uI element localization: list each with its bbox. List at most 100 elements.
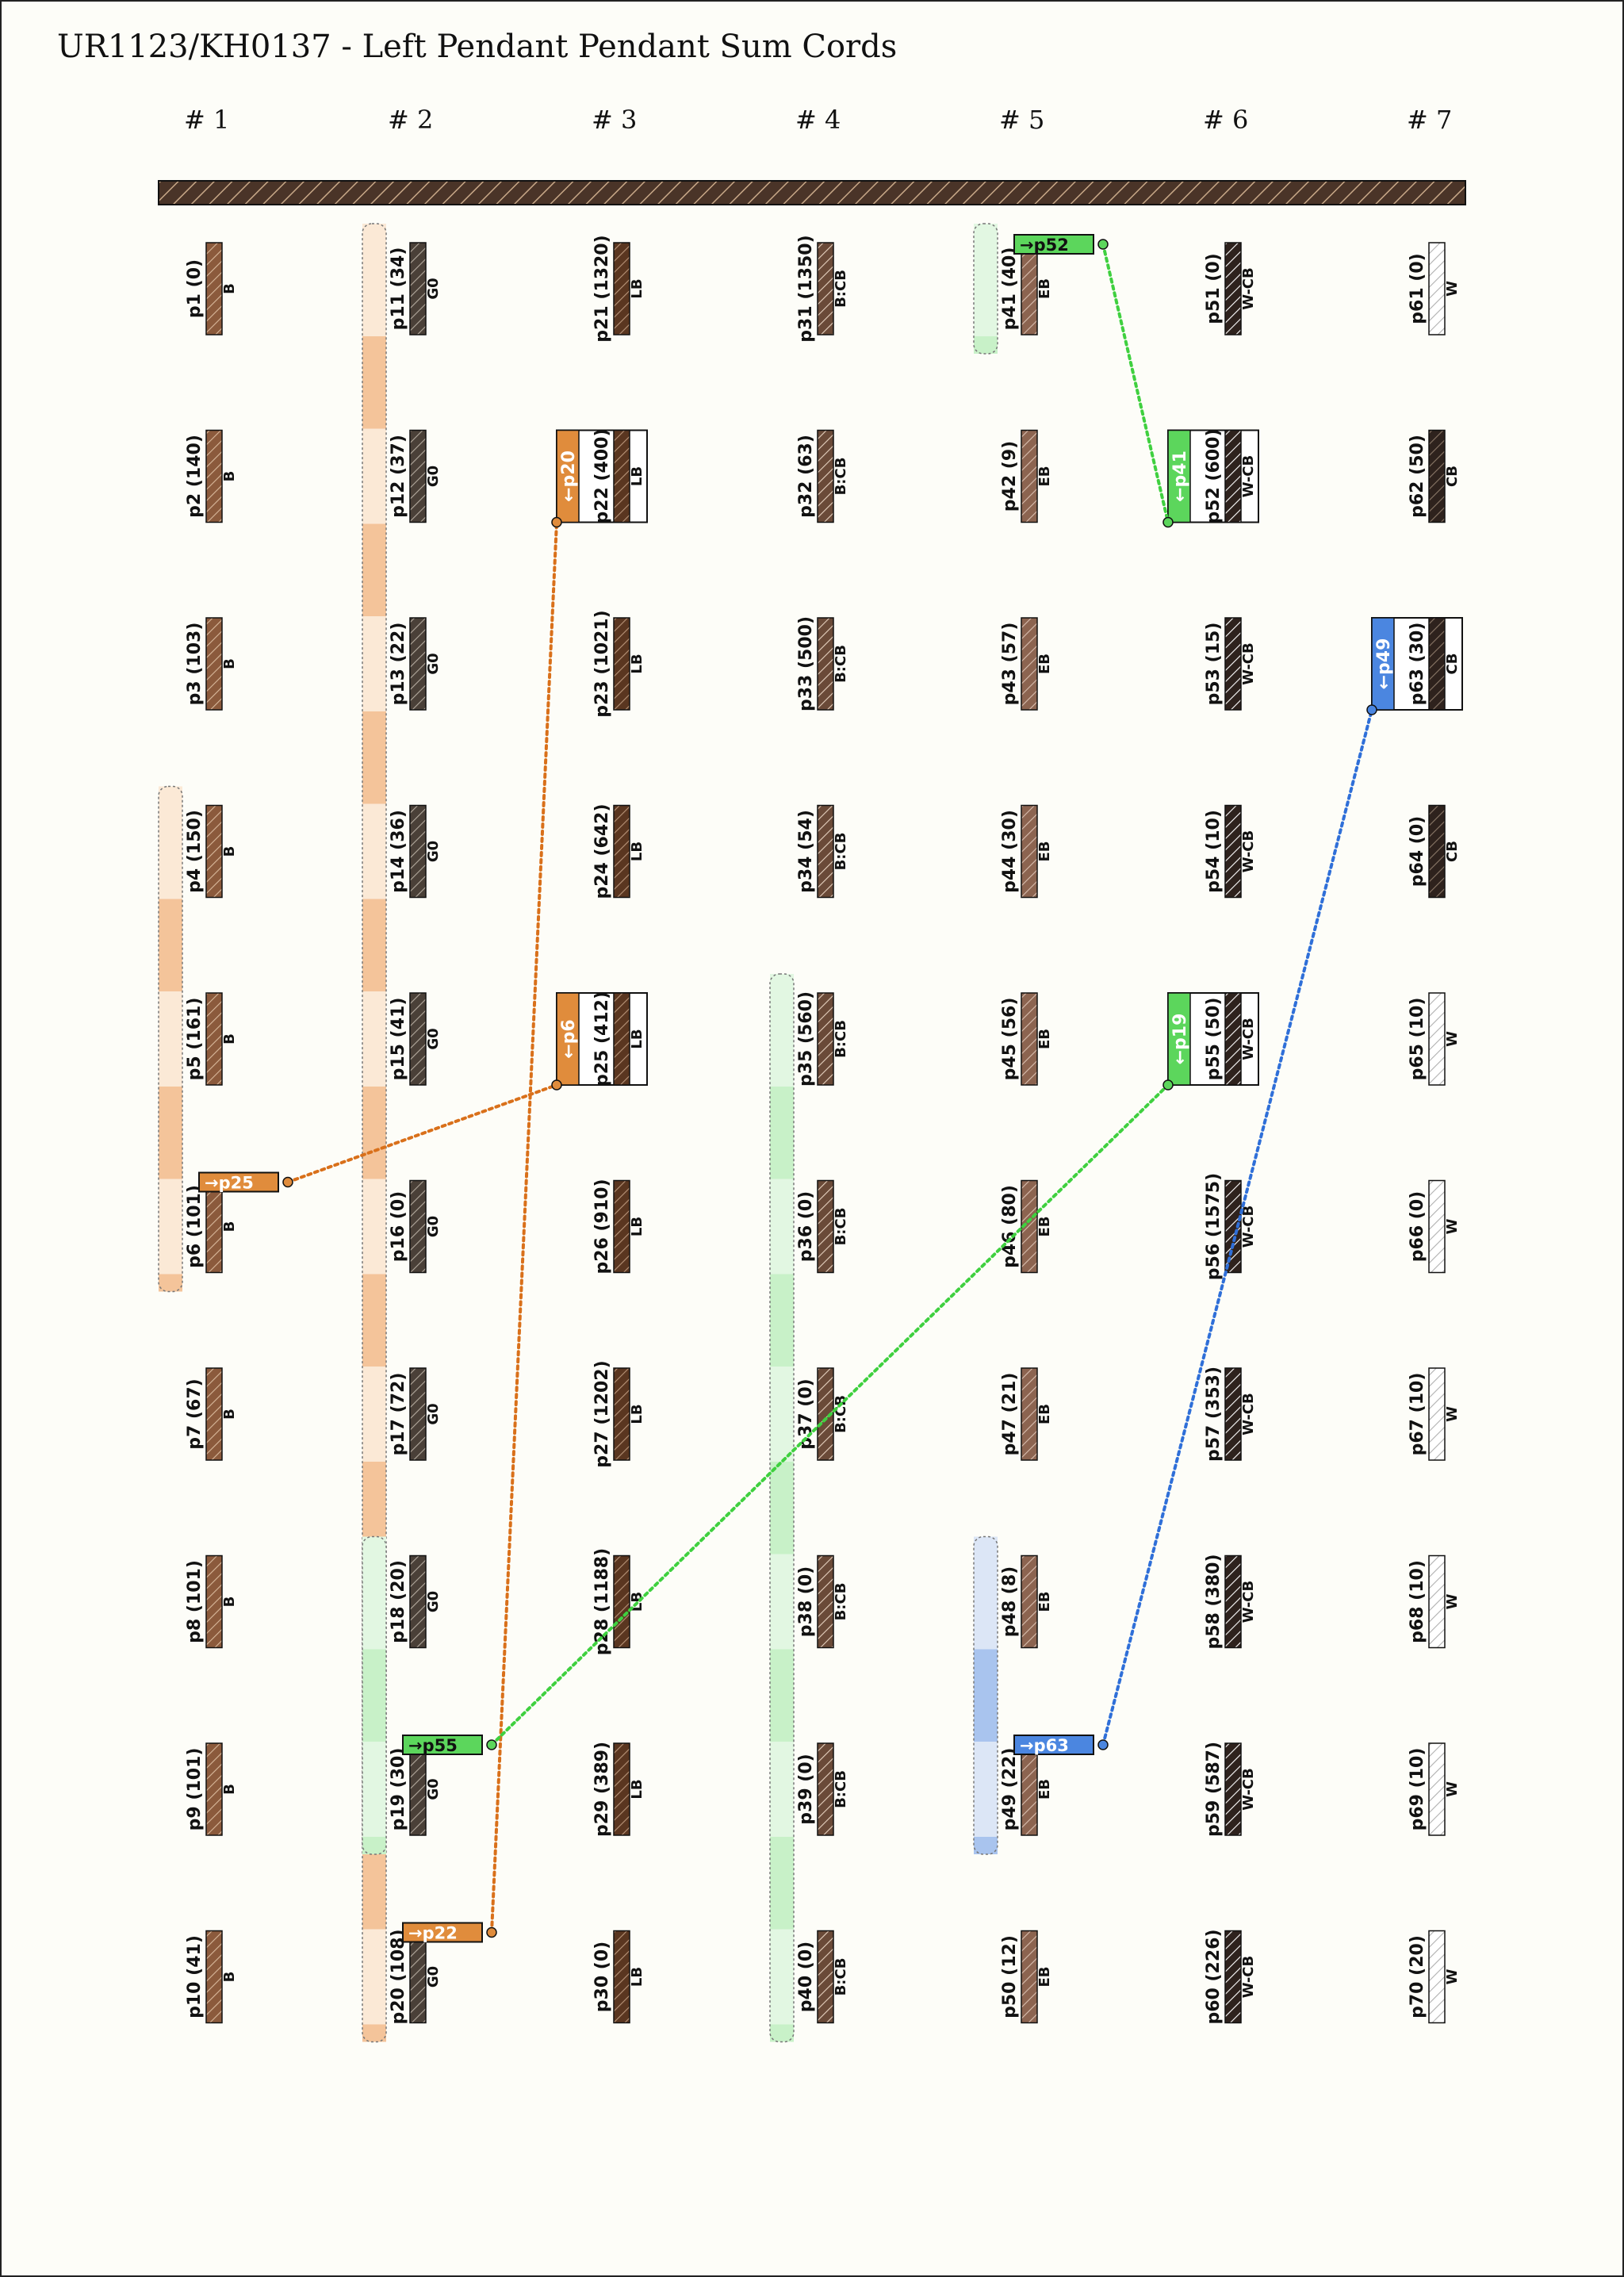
pendant-cord[interactable]: p61 (0)W bbox=[1408, 242, 1461, 335]
pendant-cord[interactable]: p39 (0)B:CB bbox=[796, 1742, 849, 1836]
color-code-label: LB bbox=[629, 841, 645, 861]
pendant-cord[interactable]: p26 (910)LB bbox=[592, 1179, 645, 1274]
pendant-cord[interactable]: p1 (0)B bbox=[185, 242, 238, 335]
pendant-cord[interactable]: p8 (101)B bbox=[185, 1554, 238, 1649]
pendant-cord[interactable]: p16 (0)G0 bbox=[389, 1179, 442, 1274]
pendant-cord[interactable]: p53 (15)W-CB bbox=[1204, 617, 1257, 711]
cord-swatch bbox=[1428, 1179, 1446, 1274]
pendant-cord[interactable]: p54 (10)W-CB bbox=[1204, 804, 1257, 899]
pendant-cord[interactable]: p27 (1202)LB bbox=[592, 1360, 645, 1467]
sum-link[interactable]: →p63 bbox=[1013, 704, 1377, 1755]
pendant-cord[interactable]: p5 (161)B bbox=[185, 992, 238, 1086]
color-code-label: CB bbox=[1444, 654, 1461, 675]
pendant-cord[interactable]: p66 (0)W bbox=[1408, 1179, 1461, 1274]
cord-swatch bbox=[409, 992, 427, 1086]
sum-link[interactable]: →p25 bbox=[198, 1079, 562, 1193]
pendant-cord[interactable]: p31 (1350)B:CB bbox=[796, 235, 849, 342]
cord-swatch bbox=[409, 1554, 427, 1649]
pendant-cord[interactable]: p11 (34)G0 bbox=[389, 242, 442, 335]
pendant-cord[interactable]: p3 (103)B bbox=[185, 617, 238, 711]
pendant-cord[interactable]: p62 (50)CB bbox=[1408, 429, 1461, 523]
pendant-cord[interactable]: p40 (0)B:CB bbox=[796, 1930, 849, 2024]
pendant-cord[interactable]: p48 (8)EB bbox=[1000, 1554, 1053, 1649]
cord-swatch bbox=[205, 1554, 223, 1649]
pendant-cord[interactable]: p36 (0)B:CB bbox=[796, 1179, 849, 1274]
pendant-cord[interactable]: p60 (226)W-CB bbox=[1204, 1929, 1257, 2024]
pendant-cord[interactable]: p32 (63)B:CB bbox=[796, 429, 849, 523]
pendant-cord[interactable]: p50 (12)EB bbox=[1000, 1930, 1053, 2024]
pendant-cord[interactable]: p23 (1021)LB bbox=[592, 610, 645, 717]
pendant-cord[interactable]: p6 (101)B bbox=[185, 1179, 238, 1274]
pendant-cord[interactable]: p59 (587)W-CB bbox=[1204, 1742, 1257, 1837]
color-code-label: W bbox=[1444, 1968, 1461, 1984]
sum-connector bbox=[490, 1083, 1170, 1746]
color-code-label: W-CB bbox=[1240, 1018, 1257, 1060]
pendant-cord[interactable]: p51 (0)W-CB bbox=[1204, 242, 1257, 335]
pendant-label: p26 (910) bbox=[592, 1179, 612, 1274]
pendant-cord[interactable]: p34 (54)B:CB bbox=[796, 804, 849, 899]
pendant-cord[interactable]: p19 (30)G0 bbox=[389, 1742, 442, 1836]
pendant-cord[interactable]: p14 (36)G0 bbox=[389, 804, 442, 899]
pendant-cord[interactable]: p49 (22)EB bbox=[1000, 1742, 1053, 1836]
pendant-label: p38 (0) bbox=[796, 1566, 816, 1637]
pendant-cord[interactable]: p46 (80)EB bbox=[1000, 1179, 1053, 1274]
pendant-cord[interactable]: p29 (389)LB bbox=[592, 1742, 645, 1837]
pendant-cord[interactable]: p57 (353)W-CB bbox=[1204, 1367, 1257, 1462]
pendant-cord[interactable]: p65 (10)W bbox=[1408, 992, 1461, 1086]
pendant-cord[interactable]: p47 (21)EB bbox=[1000, 1367, 1053, 1461]
cord-swatch bbox=[613, 242, 630, 335]
pendant-cord[interactable]: p64 (0)CB bbox=[1408, 804, 1461, 899]
sum-band-outline bbox=[362, 223, 387, 2043]
pendant-cord[interactable]: p9 (101)B bbox=[185, 1742, 238, 1836]
pendant-cord[interactable]: p70 (20)W bbox=[1408, 1930, 1461, 2024]
sum-link[interactable]: →p22 bbox=[402, 516, 562, 1943]
pendant-cord[interactable]: p10 (41)B bbox=[185, 1930, 238, 2024]
color-code-label: W-CB bbox=[1240, 455, 1257, 497]
pendant-cord[interactable]: p68 (10)W bbox=[1408, 1554, 1461, 1649]
sum-band-soft bbox=[159, 786, 182, 899]
pendant-cord[interactable]: p58 (380)W-CB bbox=[1204, 1554, 1257, 1649]
pendant-cord[interactable]: p15 (41)G0 bbox=[389, 992, 442, 1086]
color-code-label: B:CB bbox=[833, 1958, 849, 1996]
pendant-cord[interactable]: p7 (67)B bbox=[185, 1367, 238, 1461]
pendant-cord[interactable]: p17 (72)G0 bbox=[389, 1367, 442, 1461]
cord-swatch bbox=[817, 992, 834, 1086]
pendant-cord[interactable]: p30 (0)LB bbox=[592, 1930, 645, 2024]
pendant-cord[interactable]: p45 (56)EB bbox=[1000, 992, 1053, 1086]
color-code-label: LB bbox=[629, 1779, 645, 1799]
pendant-cord[interactable]: p20 (108)G0 bbox=[389, 1929, 442, 2024]
pendant-label: p33 (500) bbox=[796, 616, 816, 711]
cord-swatch bbox=[1021, 804, 1038, 899]
pendant-cord[interactable]: p4 (150)B bbox=[185, 804, 238, 899]
pendant-cord[interactable]: p18 (20)G0 bbox=[389, 1554, 442, 1649]
cord-swatch bbox=[205, 1930, 223, 2024]
pendant-cord[interactable]: p21 (1320)LB bbox=[592, 235, 645, 342]
pendant-cord[interactable]: p42 (9)EB bbox=[1000, 429, 1053, 523]
pendant-label: p28 (1188) bbox=[592, 1548, 612, 1655]
color-code-label: W-CB bbox=[1240, 267, 1257, 309]
group-labels: # 1# 2# 3# 4# 5# 6# 7 bbox=[184, 105, 1452, 135]
pendant-cord[interactable]: p12 (37)G0 bbox=[389, 429, 442, 523]
pendant-cord[interactable]: p2 (140)B bbox=[185, 429, 238, 523]
color-code-label: B:CB bbox=[833, 270, 849, 308]
pendant-cord[interactable]: p35 (560)B:CB bbox=[796, 991, 849, 1087]
pendant-cord[interactable]: p43 (57)EB bbox=[1000, 617, 1053, 711]
pendant-cord[interactable]: p44 (30)EB bbox=[1000, 804, 1053, 899]
pendant-cord[interactable]: p24 (642)LB bbox=[592, 803, 645, 899]
pendant-cord[interactable]: p67 (10)W bbox=[1408, 1367, 1461, 1461]
sum-link[interactable]: →p52 bbox=[1013, 234, 1174, 528]
pendant-cord[interactable]: p13 (22)G0 bbox=[389, 617, 442, 711]
sum-link[interactable]: →p55 bbox=[402, 1079, 1174, 1755]
pendant-cord[interactable]: p69 (10)W bbox=[1408, 1742, 1461, 1836]
pendant-cord[interactable]: p33 (500)B:CB bbox=[796, 616, 849, 711]
pendant-cord[interactable]: p56 (1575)W-CB bbox=[1204, 1173, 1257, 1280]
pendant-cord[interactable]: p38 (0)B:CB bbox=[796, 1554, 849, 1649]
pendant-label: p64 (0) bbox=[1408, 816, 1427, 887]
cord-swatch bbox=[1224, 1554, 1242, 1649]
sum-band-strong bbox=[770, 1274, 794, 1367]
